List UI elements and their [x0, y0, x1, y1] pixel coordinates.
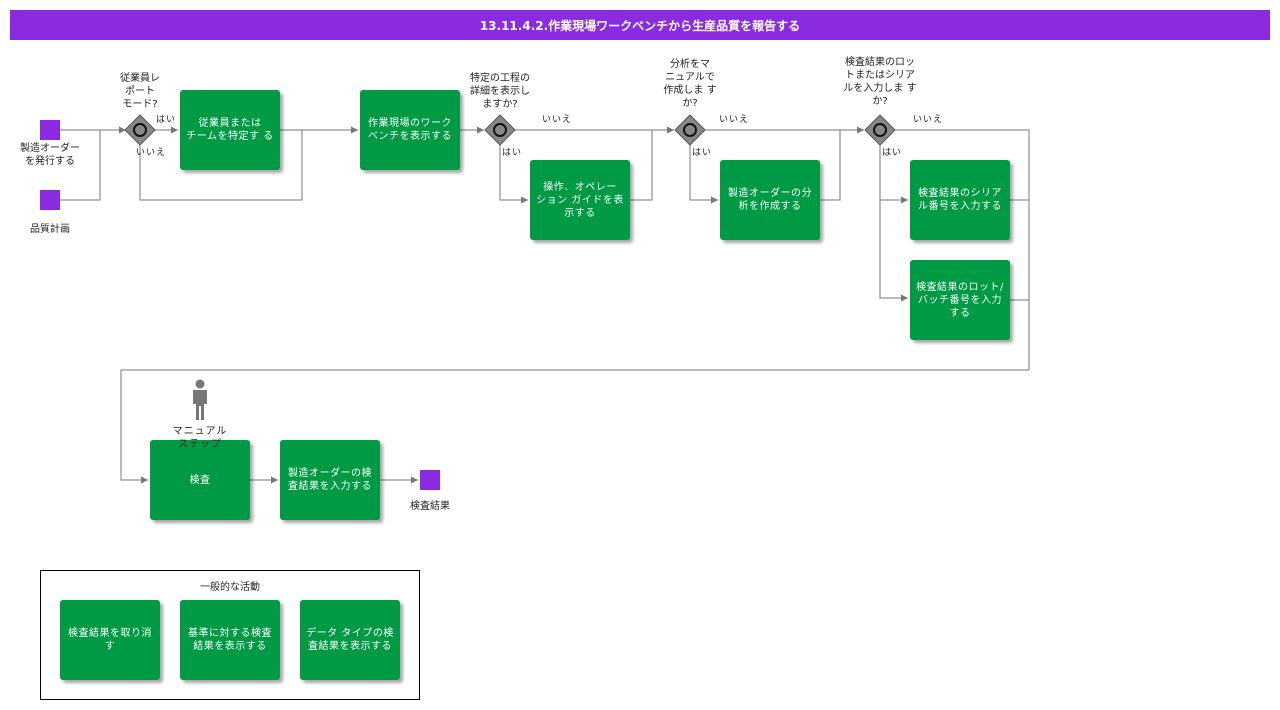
- gateway-g3: [675, 115, 705, 145]
- legend-task-view-by-datatype-label: データ タイプの検 査結果を表示する: [306, 627, 394, 653]
- gateway-g1-label: 従業員レ ポート モード?: [105, 72, 175, 111]
- g1-yes-label: はい: [156, 115, 176, 126]
- flow-guide-to-g3: [630, 130, 652, 200]
- task-show-workbench[interactable]: 作業現場のワーク ベンチを表示する: [360, 90, 460, 170]
- task-enter-serial[interactable]: 検査結果のシリア ル番号を入力する: [910, 160, 1010, 240]
- gateway-g2-label: 特定の工程の 詳細を表示し ますか?: [455, 72, 545, 111]
- task-enter-lot[interactable]: 検査結果のロット/ バッチ番号を入力 する: [910, 260, 1010, 340]
- person-icon: [193, 380, 207, 421]
- gateway-g4: [865, 115, 895, 145]
- task-show-operation-guide-label: 操作、オペレー ション ガイドを表 示する: [536, 181, 624, 220]
- task-enter-serial-label: 検査結果のシリア ル番号を入力する: [918, 187, 1002, 213]
- end-event-result-label: 検査結果: [395, 500, 465, 513]
- task-show-workbench-label: 作業現場のワーク ベンチを表示する: [368, 117, 452, 143]
- task-show-operation-guide[interactable]: 操作、オペレー ション ガイドを表 示する: [530, 160, 630, 240]
- task-enter-lot-label: 検査結果のロット/ バッチ番号を入力 する: [916, 281, 1004, 320]
- gateway-g3-label: 分析をマ ニュアルで 作成しま す か?: [645, 58, 735, 110]
- legend-task-view-by-datatype[interactable]: データ タイプの検 査結果を表示する: [300, 600, 400, 680]
- g1-no-label: いいえ: [136, 148, 166, 159]
- task-enter-result-label: 製造オーダーの検 査結果を入力する: [288, 467, 372, 493]
- gateway-g1: [125, 115, 155, 145]
- task-identify-employee[interactable]: 従業員または チームを特定す る: [180, 90, 280, 170]
- gateway-g2: [485, 115, 515, 145]
- end-event-result: [420, 470, 440, 490]
- g4-no-label: いいえ: [913, 115, 943, 126]
- g3-no-label: いいえ: [719, 115, 749, 126]
- start-event-order: [40, 120, 60, 140]
- g2-yes-label: はい: [502, 148, 522, 159]
- task-create-analysis-label: 製造オーダーの分 析を作成する: [728, 187, 812, 213]
- start-event-order-label: 製造オーダー を発行する: [10, 142, 90, 168]
- legend-task-view-by-criteria[interactable]: 基準に対する検査 結果を表示する: [180, 600, 280, 680]
- legend-title: 一般的な活動: [40, 578, 420, 593]
- task-enter-result[interactable]: 製造オーダーの検 査結果を入力する: [280, 440, 380, 520]
- task-inspect[interactable]: 検査: [150, 440, 250, 520]
- start-event-quality: [40, 190, 60, 210]
- g4-yes-label: はい: [882, 148, 902, 159]
- flow-analysis-to-g4: [820, 130, 840, 200]
- gateway-g4-label: 検査結果のロッ トまたはシリア ルを入力しま す か?: [830, 56, 930, 108]
- flow-wrap-to-inspect: [121, 370, 1029, 480]
- task-create-analysis[interactable]: 製造オーダーの分 析を作成する: [720, 160, 820, 240]
- legend-task-cancel-result[interactable]: 検査結果を取り消 す: [60, 600, 160, 680]
- legend-task-cancel-result-label: 検査結果を取り消 す: [68, 627, 152, 653]
- task-identify-employee-label: 従業員または チームを特定す る: [186, 117, 273, 143]
- g3-yes-label: はい: [692, 148, 712, 159]
- g2-no-label: いいえ: [542, 115, 572, 126]
- task-inspect-label: 検査: [190, 474, 211, 487]
- start-event-quality-label: 品質計画: [10, 223, 90, 236]
- flow-g4-yes-lot: [880, 200, 908, 298]
- legend-task-view-by-criteria-label: 基準に対する検査 結果を表示する: [188, 627, 272, 653]
- manual-step-label: マニュアル ステップ: [160, 425, 240, 451]
